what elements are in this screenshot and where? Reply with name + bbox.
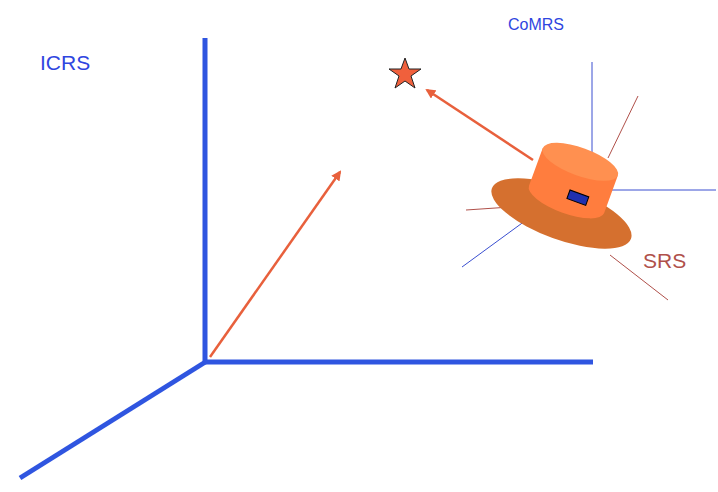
star xyxy=(389,58,421,88)
frame-label: SRS xyxy=(643,250,686,271)
frame-label: ICRS xyxy=(40,52,90,73)
frame-label: CoMRS xyxy=(508,17,564,33)
icrs-axes xyxy=(20,38,593,478)
comrs-axes xyxy=(462,62,716,267)
position-vector xyxy=(210,172,340,357)
line-of-sight-vector xyxy=(427,90,533,160)
srs-axes xyxy=(466,96,668,300)
